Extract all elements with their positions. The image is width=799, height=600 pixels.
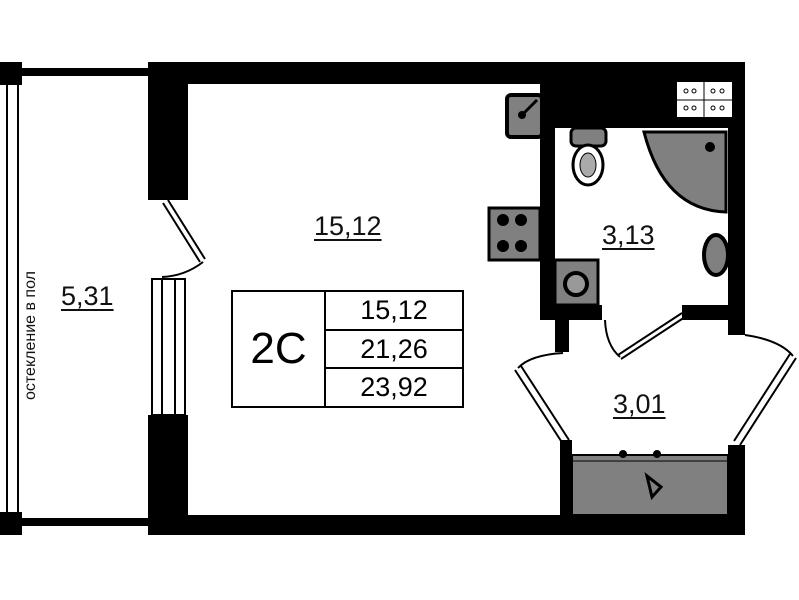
- balcony-glazing: [6, 85, 19, 512]
- toilet-icon: [569, 126, 608, 187]
- ventilation-icon: [677, 82, 732, 117]
- balcony-glazing-note: остекление в пол: [22, 271, 39, 400]
- total-area-value: 21,26: [326, 331, 462, 370]
- hall-windows: [514, 334, 797, 446]
- washing-machine-icon: [553, 258, 600, 307]
- living-area-value: 15,12: [326, 292, 462, 331]
- bathroom-door: [604, 312, 686, 360]
- balcony-area-label: 5,31: [61, 281, 114, 311]
- shower-tray-icon: [642, 130, 728, 214]
- kitchen-sink-icon: [505, 93, 544, 139]
- hall-area-label: 3,01: [613, 389, 666, 419]
- bathroom-sink-icon: [702, 233, 730, 277]
- stove-icon: [487, 206, 542, 262]
- window: [151, 278, 186, 416]
- balcony-door: [161, 199, 206, 278]
- bathroom-area-label: 3,13: [602, 220, 655, 250]
- apartment-legend: 2С 15,12 21,26 23,92: [231, 290, 464, 408]
- main-room-area-label: 15,12: [314, 211, 382, 241]
- wardrobe-icon: [571, 450, 729, 516]
- total-with-balcony-value: 23,92: [360, 372, 428, 403]
- apartment-code: 2С: [233, 292, 326, 406]
